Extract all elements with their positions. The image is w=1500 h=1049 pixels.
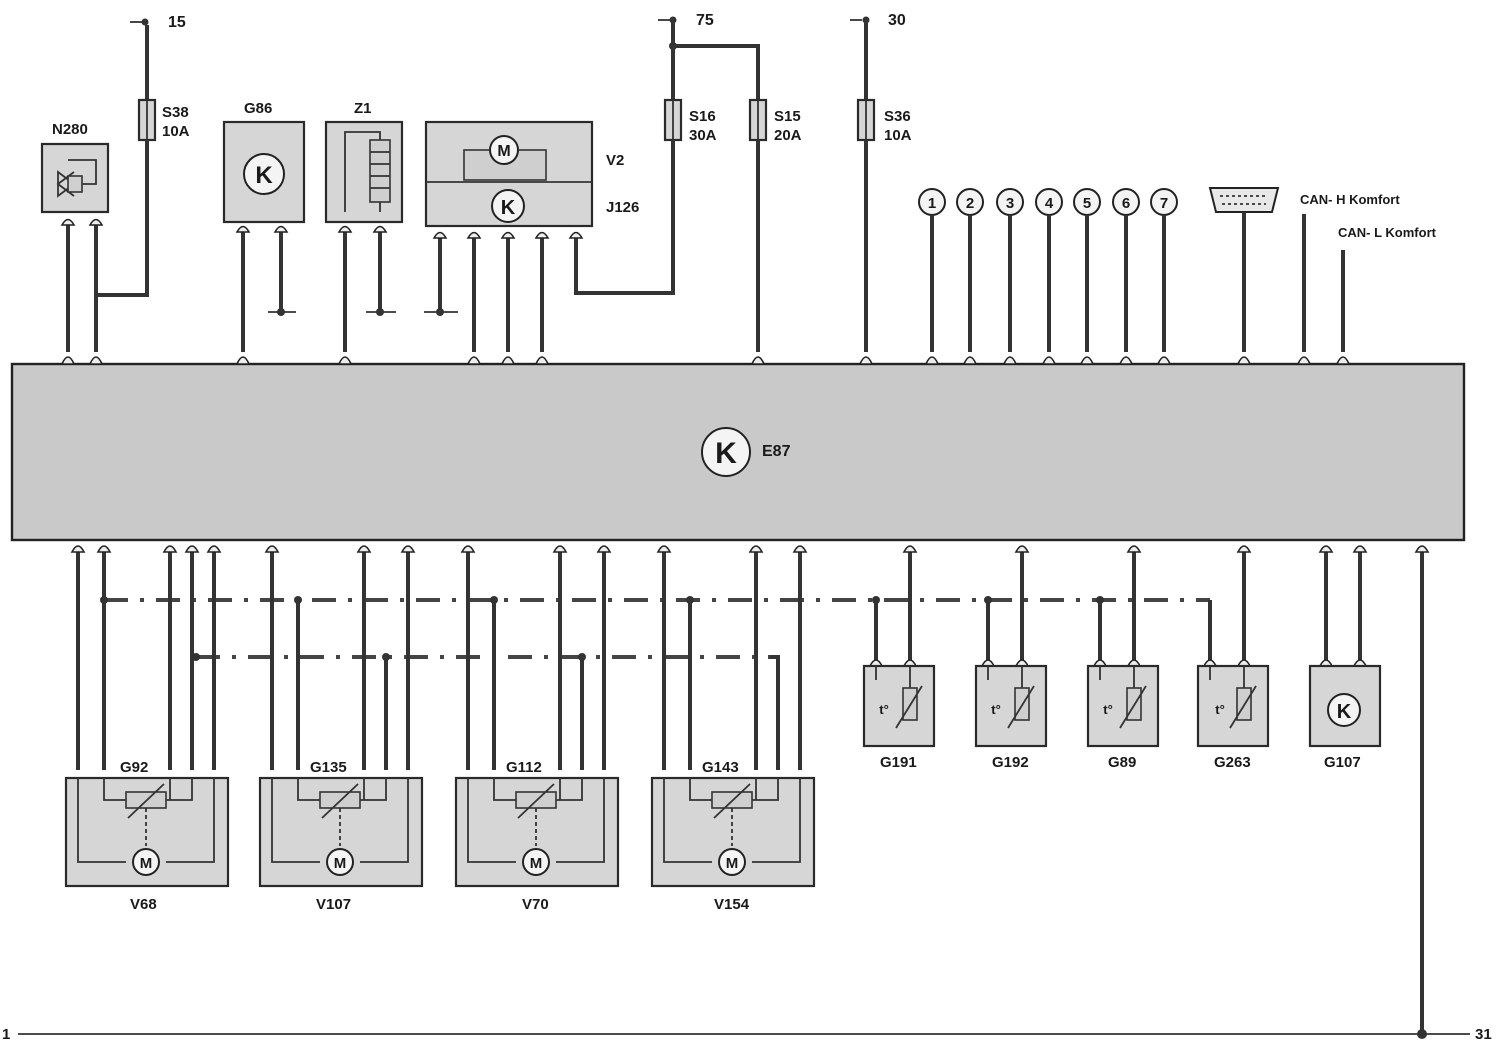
g89-label: G89 xyxy=(1108,754,1136,771)
v2-label: V2 xyxy=(606,152,624,169)
actuator-v154: G143 M V154 xyxy=(650,545,816,913)
fuse-s16: S16 30A xyxy=(663,98,717,144)
g86-label: G86 xyxy=(244,100,272,117)
g192-temp-symbol: t° xyxy=(991,702,1001,717)
terminal-75: 75 xyxy=(658,12,760,100)
connector-3: 3 xyxy=(996,188,1024,352)
obd-connector-icon xyxy=(1208,187,1280,213)
ground-right-label: 31 xyxy=(1475,1026,1492,1043)
control-unit-icon xyxy=(701,427,751,477)
actuator-v70: G112 M V70 xyxy=(454,545,620,913)
connector-5-label: 5 xyxy=(1083,195,1091,212)
can-lines: CAN- H Komfort CAN- L Komfort xyxy=(1300,192,1437,352)
heating-element-icon xyxy=(369,139,391,203)
g86-symbol: K xyxy=(255,162,273,189)
connector-7-label: 7 xyxy=(1160,195,1168,212)
v107-label: V107 xyxy=(316,896,351,913)
valve-n280: N280 xyxy=(40,121,110,352)
control-unit-icon xyxy=(1327,693,1361,727)
z1-label: Z1 xyxy=(354,100,372,117)
g92-label: G92 xyxy=(120,759,148,776)
fuse-s16-rating: 30A xyxy=(689,127,717,144)
v68-motor-symbol: M xyxy=(140,855,153,872)
control-unit-e87: K E87 xyxy=(10,362,1466,542)
fuse-s15-rating: 20A xyxy=(774,127,802,144)
connector-2: 2 xyxy=(956,188,984,352)
v154-motor-symbol: M xyxy=(726,855,739,872)
v107-motor-symbol: M xyxy=(334,855,347,872)
g192-label: G192 xyxy=(992,754,1029,771)
temp-sensor-g191: t° G191 xyxy=(862,545,936,771)
can-low-label: CAN- L Komfort xyxy=(1338,225,1437,240)
can-high-label: CAN- H Komfort xyxy=(1300,192,1400,207)
connector-1: 1 xyxy=(918,188,946,352)
v154-label: V154 xyxy=(714,896,750,913)
fan-motor-icon xyxy=(489,135,519,165)
e87-label: E87 xyxy=(762,443,791,460)
motor-icon xyxy=(326,848,354,876)
motor-icon xyxy=(522,848,550,876)
g191-temp-symbol: t° xyxy=(879,702,889,717)
j126-label: J126 xyxy=(606,199,639,216)
fuse-s36-rating: 10A xyxy=(884,127,912,144)
fuse-s15-name: S15 xyxy=(774,108,801,125)
v70-motor-symbol: M xyxy=(530,855,543,872)
control-unit-icon xyxy=(243,153,285,195)
g89-temp-symbol: t° xyxy=(1103,702,1113,717)
motor-icon xyxy=(718,848,746,876)
g263-label: G263 xyxy=(1214,754,1251,771)
e87-top-pins xyxy=(60,356,1351,365)
ground-left-label: 1 xyxy=(2,1026,10,1043)
g107-symbol: K xyxy=(1337,701,1352,723)
v68-label: V68 xyxy=(130,896,157,913)
temp-sensor-g192: t° G192 xyxy=(974,545,1048,771)
n280-label: N280 xyxy=(52,121,88,138)
connector-4: 4 xyxy=(1035,188,1063,352)
g107-label: G107 xyxy=(1324,754,1361,771)
fuse-s38-rating: 10A xyxy=(162,123,190,140)
fuse-s15: S15 20A xyxy=(748,98,802,144)
v70-label: V70 xyxy=(522,896,549,913)
ground-line: 1 31 xyxy=(2,545,1492,1043)
connector-1-label: 1 xyxy=(928,195,936,212)
blower-v2-j126: M K V2 J126 xyxy=(424,120,639,352)
connector-6: 6 xyxy=(1112,188,1140,352)
fuse-s36: S36 10A xyxy=(856,98,912,144)
fuse-s38-name: S38 xyxy=(162,104,189,121)
actuator-v68: G92 M V68 xyxy=(64,545,230,913)
heater-z1: Z1 xyxy=(324,100,404,352)
motor-icon xyxy=(132,848,160,876)
j126-symbol: K xyxy=(501,197,516,219)
connector-5: 5 xyxy=(1073,188,1101,352)
v2-motor-symbol: M xyxy=(497,143,510,160)
terminal-75-label: 75 xyxy=(696,12,714,29)
connector-7: 7 xyxy=(1150,188,1178,352)
diagnostic-connector xyxy=(1208,187,1280,352)
terminal-30-label: 30 xyxy=(888,12,906,29)
actuator-v107: G135 M V107 xyxy=(258,545,424,913)
e87-symbol: K xyxy=(715,437,737,470)
g191-label: G191 xyxy=(880,754,917,771)
g143-label: G143 xyxy=(702,759,739,776)
temp-sensor-g89: t° G89 xyxy=(1086,545,1160,771)
g112-label: G112 xyxy=(506,759,542,776)
sensor-g107: K G107 xyxy=(1308,545,1382,771)
connector-6-label: 6 xyxy=(1122,195,1130,212)
connector-2-label: 2 xyxy=(966,195,974,212)
temp-sensor-g263: t° G263 xyxy=(1196,545,1270,771)
sensor-g86: G86 K xyxy=(222,100,306,352)
fuse-s16-name: S16 xyxy=(689,108,716,125)
fuse-s36-name: S36 xyxy=(884,108,911,125)
terminal-15-label: 15 xyxy=(168,14,186,31)
g263-temp-symbol: t° xyxy=(1215,702,1225,717)
connector-numbers: 1 2 3 4 5 6 7 xyxy=(918,188,1178,352)
fuse-s38: S38 10A xyxy=(137,98,190,142)
connector-3-label: 3 xyxy=(1006,195,1014,212)
terminal-15: 15 xyxy=(130,14,186,100)
g135-label: G135 xyxy=(310,759,347,776)
terminal-30: 30 xyxy=(850,12,906,100)
connector-4-label: 4 xyxy=(1045,195,1054,212)
control-unit-icon xyxy=(491,189,525,223)
